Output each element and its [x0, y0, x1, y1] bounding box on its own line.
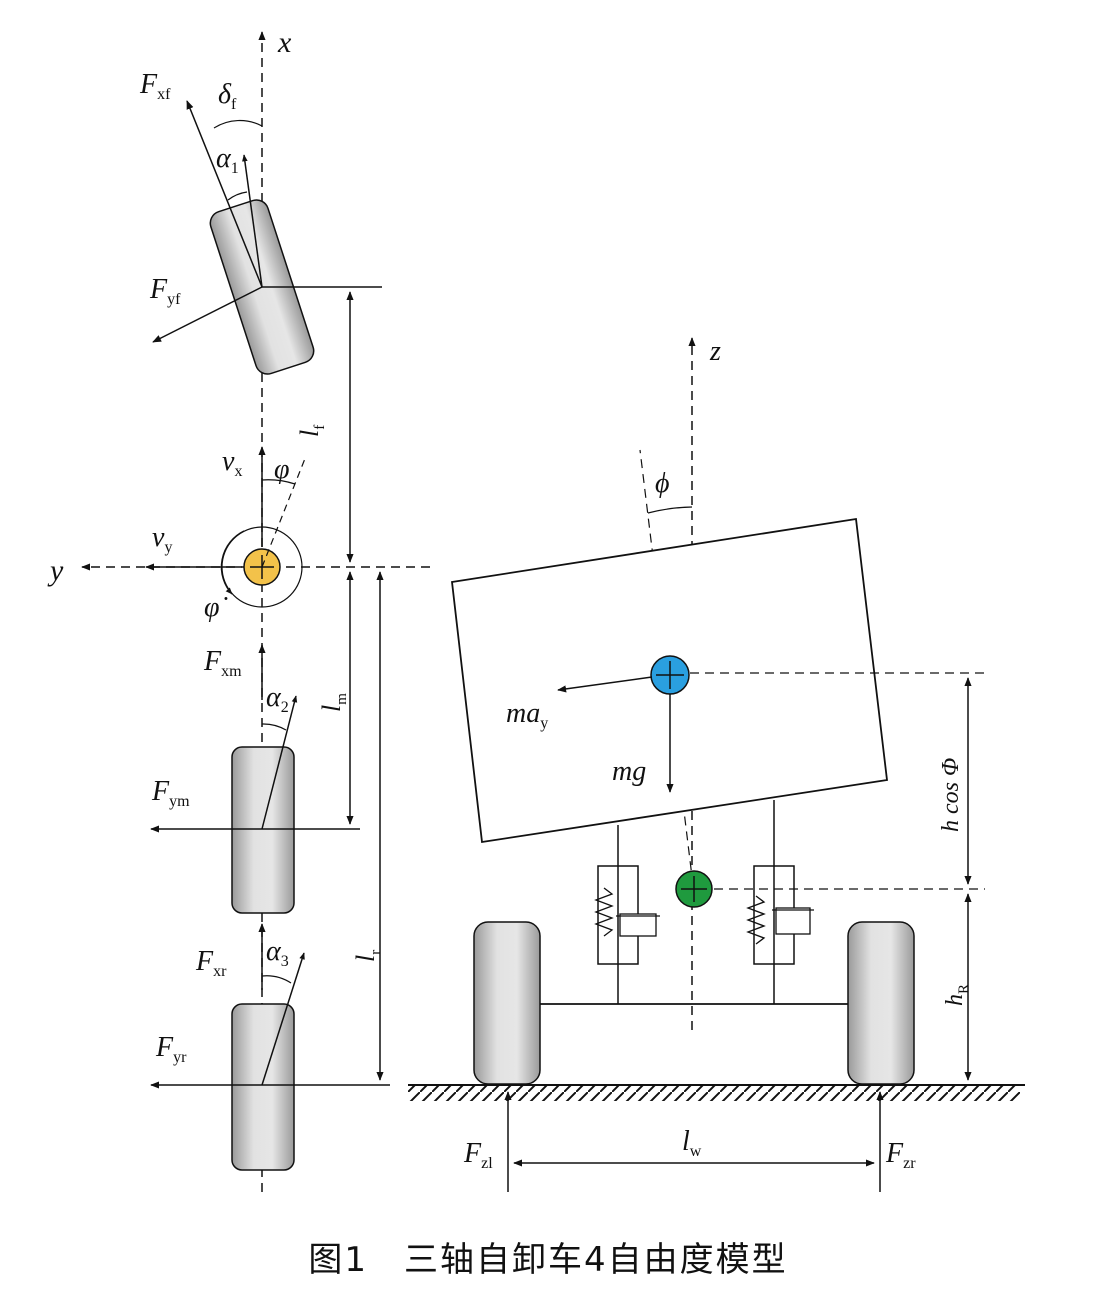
label-lw: lw: [682, 1126, 702, 1160]
label-fym: Fym: [151, 776, 190, 810]
rear-slip-angle-arc: [261, 975, 292, 984]
label-mg: mg: [612, 756, 646, 787]
label-fzl: Fzl: [463, 1138, 493, 1172]
label-roll-angle: ϕ: [655, 468, 670, 499]
label-ma-y: may: [506, 698, 548, 732]
z-axis-label: z: [709, 336, 721, 367]
label-delta-f: δf: [218, 79, 237, 113]
label-alpha-3: α3: [266, 936, 289, 970]
label-vy: vy: [152, 522, 172, 556]
yaw-angle-arc: [261, 479, 296, 485]
steer-angle-arc: [213, 119, 263, 129]
plan-view: x y Fxf δf α1 Fyf: [47, 26, 430, 1192]
label-fyf: Fyf: [149, 274, 181, 308]
vehicle-model-diagram: x y Fxf δf α1 Fyf: [47, 26, 1025, 1192]
rear-velocity-arrow: [261, 952, 305, 1086]
front-longitudinal-force-arrow: [186, 100, 263, 288]
label-yaw-rate: φ̇: [204, 592, 227, 623]
left-wheel: [473, 921, 541, 1085]
label-yaw-angle: φ: [274, 454, 290, 485]
left-suspension: [594, 865, 660, 965]
label-lm: lm: [317, 693, 350, 712]
label-fyr: Fyr: [155, 1032, 187, 1066]
label-vx: vx: [222, 446, 242, 480]
yaw-rate-arrow: [220, 530, 245, 595]
right-wheel: [847, 921, 915, 1085]
x-axis-label: x: [277, 26, 292, 59]
y-axis-label: y: [47, 554, 64, 587]
right-suspension: [746, 865, 814, 965]
figure-caption: 图1 三轴自卸车4自由度模型: [308, 1240, 788, 1280]
ground-hatch: [408, 1085, 1020, 1101]
heading-line: [261, 455, 307, 568]
rear-view: z ϕ: [408, 336, 1025, 1192]
label-fzr: Fzr: [885, 1138, 916, 1172]
label-hr: hR: [942, 984, 972, 1006]
front-velocity-arrow: [242, 154, 263, 288]
label-lf: lf: [295, 425, 328, 437]
roll-angle-arc: [647, 506, 693, 514]
label-lr: lr: [351, 950, 384, 962]
rear-tire: [231, 1003, 295, 1171]
label-h-cos: h cos Φ: [938, 758, 964, 832]
lateral-inertia-arrow: [557, 676, 653, 693]
middle-slip-angle-arc: [261, 723, 287, 731]
label-fxr: Fxr: [195, 946, 227, 980]
front-slip-angle-arc: [227, 191, 248, 201]
label-fxf: Fxf: [139, 69, 171, 103]
label-alpha-2: α2: [266, 682, 289, 716]
front-lateral-force-arrow: [152, 286, 263, 343]
label-fxm: Fxm: [203, 646, 242, 680]
label-alpha-1: α1: [216, 143, 239, 177]
middle-tire: [231, 746, 295, 914]
middle-velocity-arrow: [261, 695, 298, 830]
roll-reference-line: [639, 449, 694, 886]
